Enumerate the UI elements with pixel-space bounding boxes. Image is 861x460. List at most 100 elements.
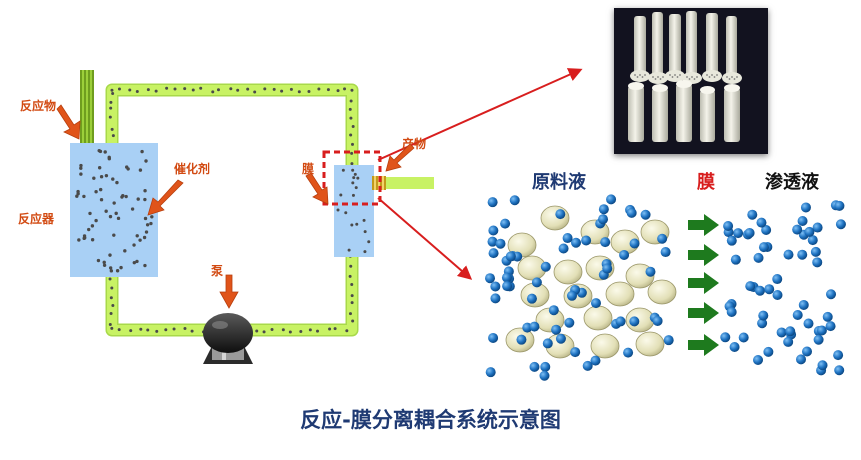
membrane-tube: [652, 88, 668, 142]
small-molecule: [764, 284, 775, 295]
tube-end: [722, 72, 742, 84]
catalyst-particle: [138, 238, 142, 242]
membrane-tube-photo: [614, 8, 768, 154]
tube-channel: [676, 76, 679, 78]
tube-end: [652, 84, 668, 92]
product-outlet-tube: [386, 177, 434, 189]
pipe-particle: [164, 328, 168, 332]
tube-channel: [634, 74, 636, 76]
label-reactant: 反应物: [20, 99, 57, 113]
zoom-arrow-panel: [377, 197, 473, 280]
tube-channel: [679, 74, 681, 76]
pipe-particle: [349, 133, 353, 137]
module-particle: [351, 193, 355, 197]
pipe-particle: [348, 274, 352, 278]
pipe-particle: [129, 329, 133, 333]
diagram-title: 反应-膜分离耦合系统示意图: [300, 408, 561, 432]
pipe-particle: [262, 330, 266, 334]
small-molecule: [652, 315, 663, 326]
pipe-particle: [190, 329, 194, 333]
catalyst-particle: [109, 269, 114, 273]
catalyst-particle: [94, 218, 98, 223]
callout-arrows: [56, 104, 415, 309]
header-permeate: 渗透液: [765, 172, 819, 193]
pump-icon: [203, 313, 253, 364]
pipe-particle: [351, 319, 355, 323]
pipe-particle: [316, 329, 320, 333]
small-molecule: [488, 332, 499, 343]
small-molecule: [720, 332, 731, 343]
small-molecule: [529, 361, 540, 372]
small-molecule: [542, 338, 553, 349]
large-particle: [553, 259, 583, 285]
label-pump: 泵: [211, 264, 224, 278]
small-molecule: [758, 310, 769, 321]
catalyst-particle: [90, 224, 95, 228]
product-outlet-connector: [372, 176, 386, 190]
catalyst-particle: [107, 156, 111, 161]
small-molecule: [807, 235, 818, 246]
small-molecule: [772, 289, 783, 300]
catalyst-particle: [115, 269, 120, 273]
pipe-particle: [128, 88, 132, 92]
module-particle: [350, 223, 354, 227]
catalyst-particle: [132, 260, 137, 265]
pipe-particle: [111, 304, 115, 308]
small-molecule: [555, 209, 566, 220]
small-molecule: [835, 219, 846, 230]
small-molecule: [500, 218, 511, 229]
small-molecule: [834, 365, 845, 376]
zoom-arrow-photo: [377, 68, 583, 161]
tube-channel: [686, 76, 688, 78]
tube-end: [724, 84, 740, 92]
catalyst-particle: [124, 194, 128, 199]
large-particle: [605, 281, 635, 307]
tube-channel: [711, 74, 713, 76]
small-molecule: [792, 224, 803, 235]
catalyst-particle: [144, 159, 148, 163]
reactant-inlet-tube: [80, 70, 94, 146]
catalyst-particle: [102, 260, 106, 265]
pipe-particle: [270, 327, 274, 331]
small-molecule: [540, 361, 551, 372]
module-particle: [339, 193, 343, 197]
pipe-particle: [108, 115, 112, 119]
header-membrane: 膜: [697, 172, 715, 193]
tube-channel: [713, 76, 716, 78]
small-molecule: [756, 217, 767, 228]
module-particle: [362, 218, 366, 222]
small-molecule: [539, 370, 550, 381]
pipe-particle: [216, 88, 220, 92]
catalyst-particle: [112, 201, 116, 205]
pipe-particle: [135, 90, 139, 94]
catalyst-particle: [97, 166, 102, 170]
small-molecule: [804, 226, 815, 237]
pipe-particle: [349, 116, 353, 120]
small-molecule: [529, 321, 540, 332]
small-molecule: [810, 246, 821, 257]
catalyst-particles: [75, 148, 154, 273]
small-molecule: [753, 354, 764, 365]
catalyst-particle: [142, 235, 147, 240]
small-molecule: [488, 248, 499, 259]
catalyst-particle: [119, 265, 123, 270]
pipe-particle: [326, 88, 330, 92]
catalyst-particle: [90, 238, 95, 242]
small-molecule: [663, 335, 674, 346]
catalyst-particle: [138, 168, 143, 172]
catalyst-particle: [103, 150, 107, 154]
pipe-particle: [110, 326, 114, 330]
catalyst-particle: [75, 194, 79, 198]
large-particle: [635, 331, 665, 357]
pipe-particle: [345, 329, 349, 333]
label-product: 产物: [402, 137, 427, 151]
pipe-particle: [317, 87, 321, 91]
catalyst-particle: [76, 189, 80, 194]
pipe-particle: [109, 296, 113, 300]
tube-channel: [662, 76, 664, 78]
small-molecule: [488, 225, 499, 236]
small-molecule: [785, 326, 796, 337]
tube-channel: [696, 76, 698, 78]
large-particle: [583, 305, 613, 331]
